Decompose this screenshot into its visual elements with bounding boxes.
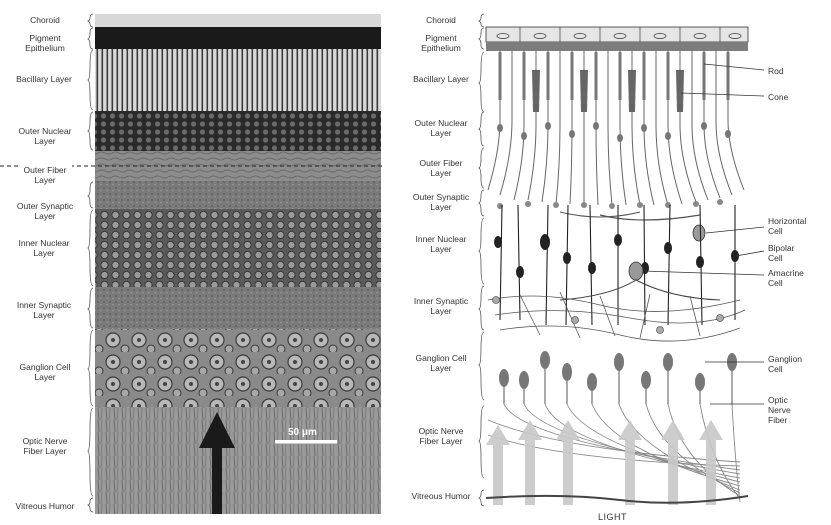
right-label-bacillary-layer: Bacillary Layer <box>411 74 471 84</box>
left-layer-braces <box>88 14 93 512</box>
left-label-outer-fiber-layer: Outer Fiber Layer <box>18 165 72 185</box>
right-label-choroid: Choroid <box>398 15 484 25</box>
right-label-optic-nerve-fiber-layer: Optic Nerve Fiber Layer <box>408 426 474 446</box>
right-label-outer-fiber-layer: Outer Fiber Layer <box>414 158 468 178</box>
left-label-inner-nuclear-layer: Inner Nuclear Layer <box>16 238 72 258</box>
cell-label-bipolar: Bipolar Cell <box>768 243 808 263</box>
bipolar-cells <box>494 205 739 325</box>
left-label-bacillary-layer: Bacillary Layer <box>14 74 74 84</box>
left-label-choroid: Choroid <box>2 15 88 25</box>
cell-label-amacrine: Amacrine Cell <box>768 268 818 288</box>
right-label-ganglion-cell-layer: Ganglion Cell Layer <box>406 353 476 373</box>
synaptic-terminals <box>497 199 723 209</box>
left-label-ganglion-cell-layer: Ganglion Cell Layer <box>10 362 80 382</box>
light-label: LIGHT <box>598 512 627 522</box>
micrograph-panel <box>95 14 381 514</box>
pigment-epithelium-band <box>486 27 748 42</box>
right-label-vitreous-humor: Vitreous Humor <box>398 491 484 501</box>
right-label-outer-synaptic-layer: Outer Synaptic Layer <box>408 192 474 212</box>
schematic-panel <box>486 27 764 505</box>
right-label-pigment-epithelium: Pigment Epithelium <box>406 33 476 53</box>
right-label-outer-nuclear-layer: Outer Nuclear Layer <box>406 118 476 138</box>
amacrine-cell <box>560 262 720 300</box>
scale-bar <box>275 440 337 444</box>
scale-bar-label: 50 μm <box>288 427 317 438</box>
left-label-inner-synaptic-layer: Inner Synaptic Layer <box>16 300 72 320</box>
pigment-epithelium-dark <box>486 42 748 51</box>
left-label-outer-nuclear-layer: Outer Nuclear Layer <box>10 126 80 146</box>
cell-label-cone: Cone <box>768 92 788 102</box>
cell-label-rod: Rod <box>768 66 784 76</box>
left-label-outer-synaptic-layer: Outer Synaptic Layer <box>12 201 78 221</box>
photoreceptor-nuclei <box>497 122 731 142</box>
left-label-vitreous-humor: Vitreous Humor <box>2 501 88 511</box>
cell-label-optic-nerve: Optic Nerve Fiber <box>768 395 808 425</box>
right-label-inner-nuclear-layer: Inner Nuclear Layer <box>413 234 469 254</box>
left-label-optic-nerve-fiber-layer: Optic Nerve Fiber Layer <box>12 436 78 456</box>
right-label-inner-synaptic-layer: Inner Synaptic Layer <box>413 296 469 316</box>
cell-label-ganglion: Ganglion Cell <box>768 354 818 374</box>
cell-label-horizontal: Horizontal Cell <box>768 216 820 236</box>
left-label-pigment-epithelium: Pigment Epithelium <box>10 33 80 53</box>
right-layer-braces <box>479 14 484 506</box>
ganglion-cells <box>499 351 737 404</box>
horizontal-cell <box>560 212 705 241</box>
